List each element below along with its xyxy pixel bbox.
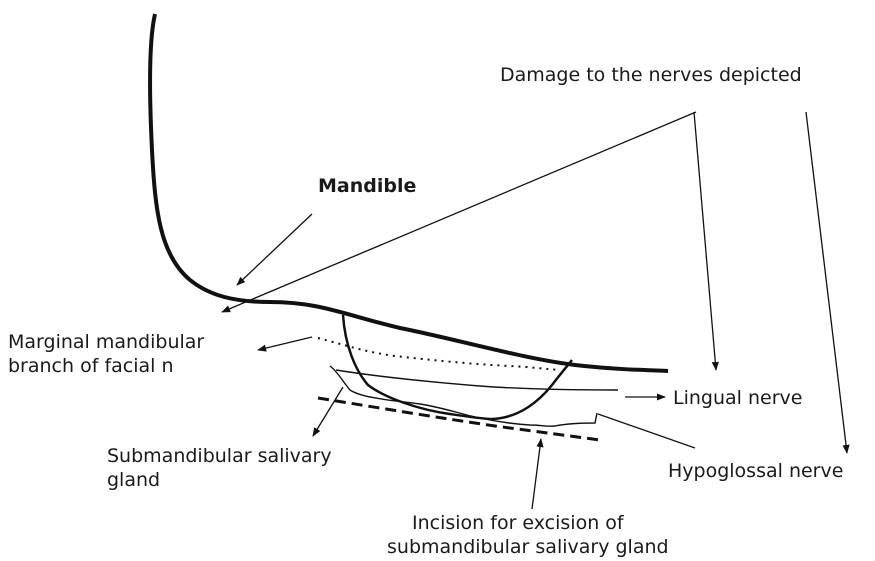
hypoglossal-nerve bbox=[329, 365, 598, 427]
gland-arrow bbox=[312, 386, 344, 437]
gland-label-line1: Submandibular salivary bbox=[107, 445, 332, 467]
incision-arrow bbox=[531, 438, 544, 510]
lingual-nerve bbox=[335, 369, 619, 391]
marginal-mandibular-arrow bbox=[257, 336, 313, 352]
submandibular-gland-outline bbox=[341, 314, 573, 421]
hypoglossal-arrow bbox=[597, 413, 696, 449]
marginal-mandibular-nerve bbox=[317, 337, 561, 371]
incision-line bbox=[317, 396, 601, 442]
lingual-nerve-label: Lingual nerve bbox=[673, 387, 803, 409]
marginal-mandibular-label-line1: Marginal mandibular bbox=[8, 331, 205, 353]
incision-label-line1: Incision for excision of bbox=[412, 512, 624, 534]
damage-to-hypoglossal-arrow bbox=[805, 111, 850, 454]
mandible-label: Mandible bbox=[318, 175, 417, 197]
damage-to-mandible-arrow bbox=[221, 111, 697, 313]
incision-label-line2: submandibular salivary gland bbox=[387, 536, 669, 558]
damage-label: Damage to the nerves depicted bbox=[500, 64, 802, 86]
marginal-mandibular-label-line2: branch of facial n bbox=[8, 355, 174, 377]
damage-to-lingual-arrow bbox=[693, 111, 719, 371]
mandible-arrow bbox=[236, 213, 313, 286]
hypoglossal-nerve-label: Hypoglossal nerve bbox=[668, 460, 844, 482]
mandible-outline bbox=[148, 13, 669, 373]
gland-label-line2: gland bbox=[107, 469, 161, 491]
